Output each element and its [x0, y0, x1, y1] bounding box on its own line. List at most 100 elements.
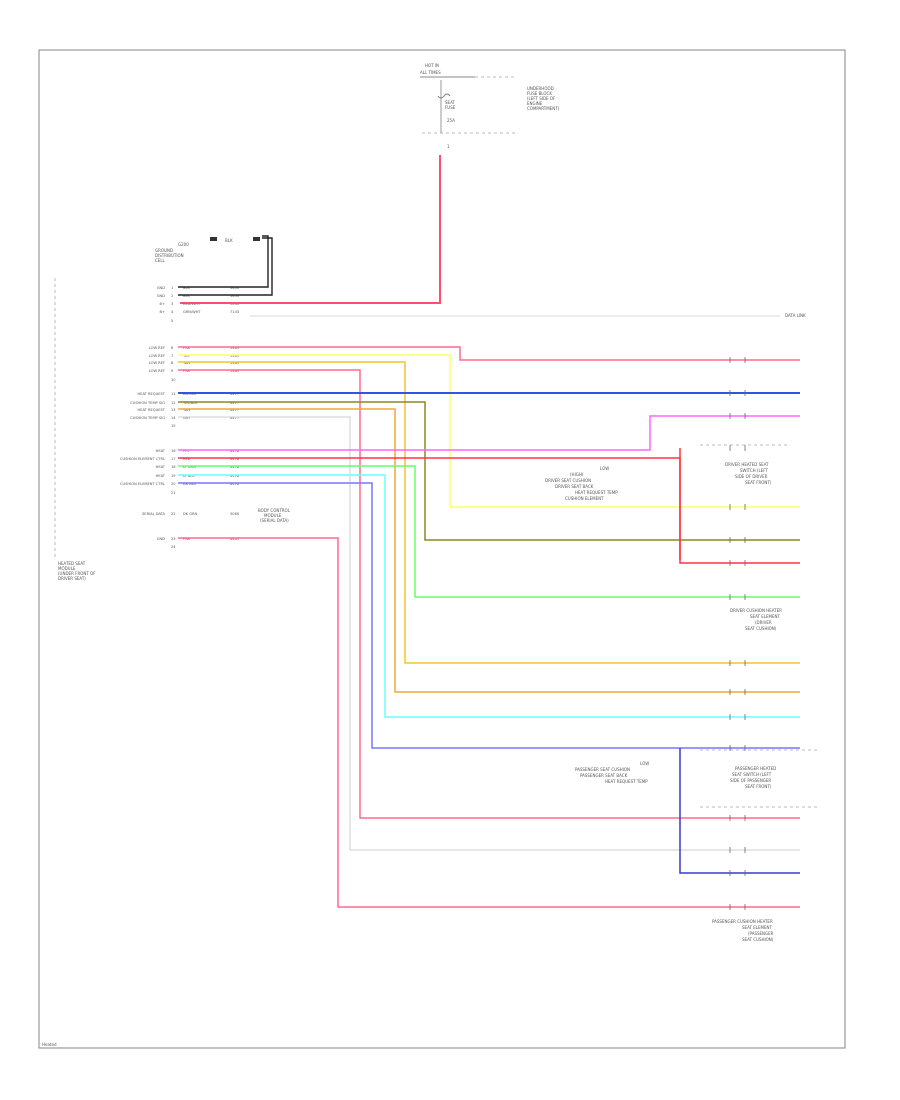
driver-box-lines: LOW (HIGH) DRIVER SEAT CUSHION DRIVER SE… — [545, 466, 619, 501]
pin-circuit: 1650 — [230, 286, 240, 290]
fuse-rating: 25A — [447, 118, 455, 123]
wire — [178, 415, 800, 451]
pin-wire-color: TAN — [182, 408, 190, 412]
pin-circuit: 5489 — [230, 346, 240, 350]
pin-circuit: 7143 — [230, 310, 239, 314]
pin-circuit: 1650 — [230, 294, 240, 298]
pin-number: 8 — [171, 361, 174, 365]
pin-label: B+ — [160, 302, 165, 306]
pin-label: HEAT — [156, 449, 166, 453]
wire — [178, 369, 800, 819]
pin-wire-color: YEL — [183, 354, 189, 358]
pin-number: 1 — [171, 286, 173, 290]
wire — [178, 235, 269, 288]
wire — [178, 474, 800, 718]
pin-label: LOW REF — [149, 361, 165, 365]
pin-number: 14 — [171, 416, 176, 420]
diagram-frame — [38, 49, 846, 1049]
pin-wire-color: LT GRN — [183, 465, 196, 469]
passenger-switch-box: LOW PASSENGER SEAT CUSHION PASSENGER SEA… — [575, 749, 820, 808]
pin-number: 13 — [171, 408, 176, 412]
pin-row: LOW REF 6 PNK 5489 — [149, 346, 240, 350]
pin-row: 24 — [171, 545, 176, 549]
pin-circuit: 6478 — [230, 474, 240, 478]
pin-number: 15 — [171, 424, 176, 428]
ground-wire-label: BLK — [225, 238, 233, 243]
passenger-cushion-label: PASSENGER CUSHION HEATER SEAT ELEMENT (P… — [712, 919, 775, 942]
pin-number: 4 — [171, 310, 174, 314]
pin-number: 5 — [171, 319, 173, 323]
pin-wire-color: DK GRN — [183, 512, 198, 516]
pin-label: GND — [157, 286, 165, 290]
driver-switch-label: DRIVER HEATED SEAT SWITCH (LEFT SIDE OF … — [725, 462, 772, 485]
wire — [178, 416, 800, 851]
pin-wire-color: PNK — [183, 369, 191, 373]
pin-wire-color: BLK — [183, 294, 190, 298]
pin-number: 16 — [171, 449, 176, 453]
pin-label: HEAT REQUEST — [138, 408, 166, 412]
pin-row: HEAT 19 LT BLU 6478 — [156, 474, 240, 478]
wire — [178, 354, 800, 508]
pin-circuit: 6465 — [230, 537, 239, 541]
pin-label: GND — [157, 294, 165, 298]
wire — [178, 346, 800, 361]
pin-row: 15 — [171, 424, 176, 428]
footer-label: Heated — [42, 1042, 57, 1047]
pin-wire-color: TAN — [182, 361, 190, 365]
hot-at-all-times-line1: HOT IN — [425, 63, 439, 68]
pin-label: LOW REF — [149, 354, 165, 358]
passenger-box-lines: LOW PASSENGER SEAT CUSHION PASSENGER SEA… — [575, 761, 650, 784]
pin-row: 21 — [171, 491, 176, 495]
pin-row: B+ 4 GRN/WHT 7143 — [160, 310, 240, 314]
pin-label: LOW REF — [149, 346, 165, 350]
pin-circuit: 5489 — [230, 354, 240, 358]
pin-number: 11 — [171, 392, 176, 396]
pin-label: HEAT — [156, 474, 166, 478]
pin-circuit: 5489 — [230, 369, 240, 373]
ground-connector-b — [253, 237, 260, 241]
pin-number: 3 — [171, 302, 173, 306]
pin-number: 10 — [171, 378, 176, 382]
pin-label: SERIAL DATA — [142, 512, 166, 516]
pin-label: CUSHION ELEMENT CTRL — [120, 482, 165, 486]
pin-wire-color: PNK — [183, 346, 191, 350]
wire — [178, 237, 273, 296]
pin-number: 6 — [171, 346, 174, 350]
wire — [178, 361, 800, 664]
pin-number: 19 — [171, 474, 176, 478]
pin-number: 9 — [171, 369, 174, 373]
pin-label: CUSHION TEMP SIG — [130, 416, 165, 420]
pin-wire-color: RED — [183, 457, 191, 461]
pin-number: 7 — [171, 354, 173, 358]
pin-number: 23 — [171, 537, 176, 541]
pin-circuit: 6477 — [230, 408, 239, 412]
pin-row: 10 — [171, 378, 176, 382]
data-link-ref: DATA LINK — [785, 313, 806, 318]
wire — [679, 748, 800, 874]
pin-label: LOW REF — [149, 369, 165, 373]
pin-label: B+ — [160, 310, 165, 314]
pin-label: CUSHION TEMP SIG — [130, 401, 165, 405]
wire — [178, 482, 800, 749]
pin-wire-color: LT BLU — [183, 474, 195, 478]
pin-label: HEAT REQUEST — [138, 392, 166, 396]
wire — [180, 155, 441, 304]
pin-wire-color: GRN/WHT — [183, 310, 201, 314]
pin-circuit: 6478 — [230, 449, 240, 453]
passenger-switch-label: PASSENGER HEATED SEAT SWITCH (LEFT SIDE … — [730, 766, 777, 789]
pin-number: 18 — [171, 465, 176, 469]
pin-row: 5 — [171, 319, 173, 323]
pin-label: GND — [157, 537, 165, 541]
